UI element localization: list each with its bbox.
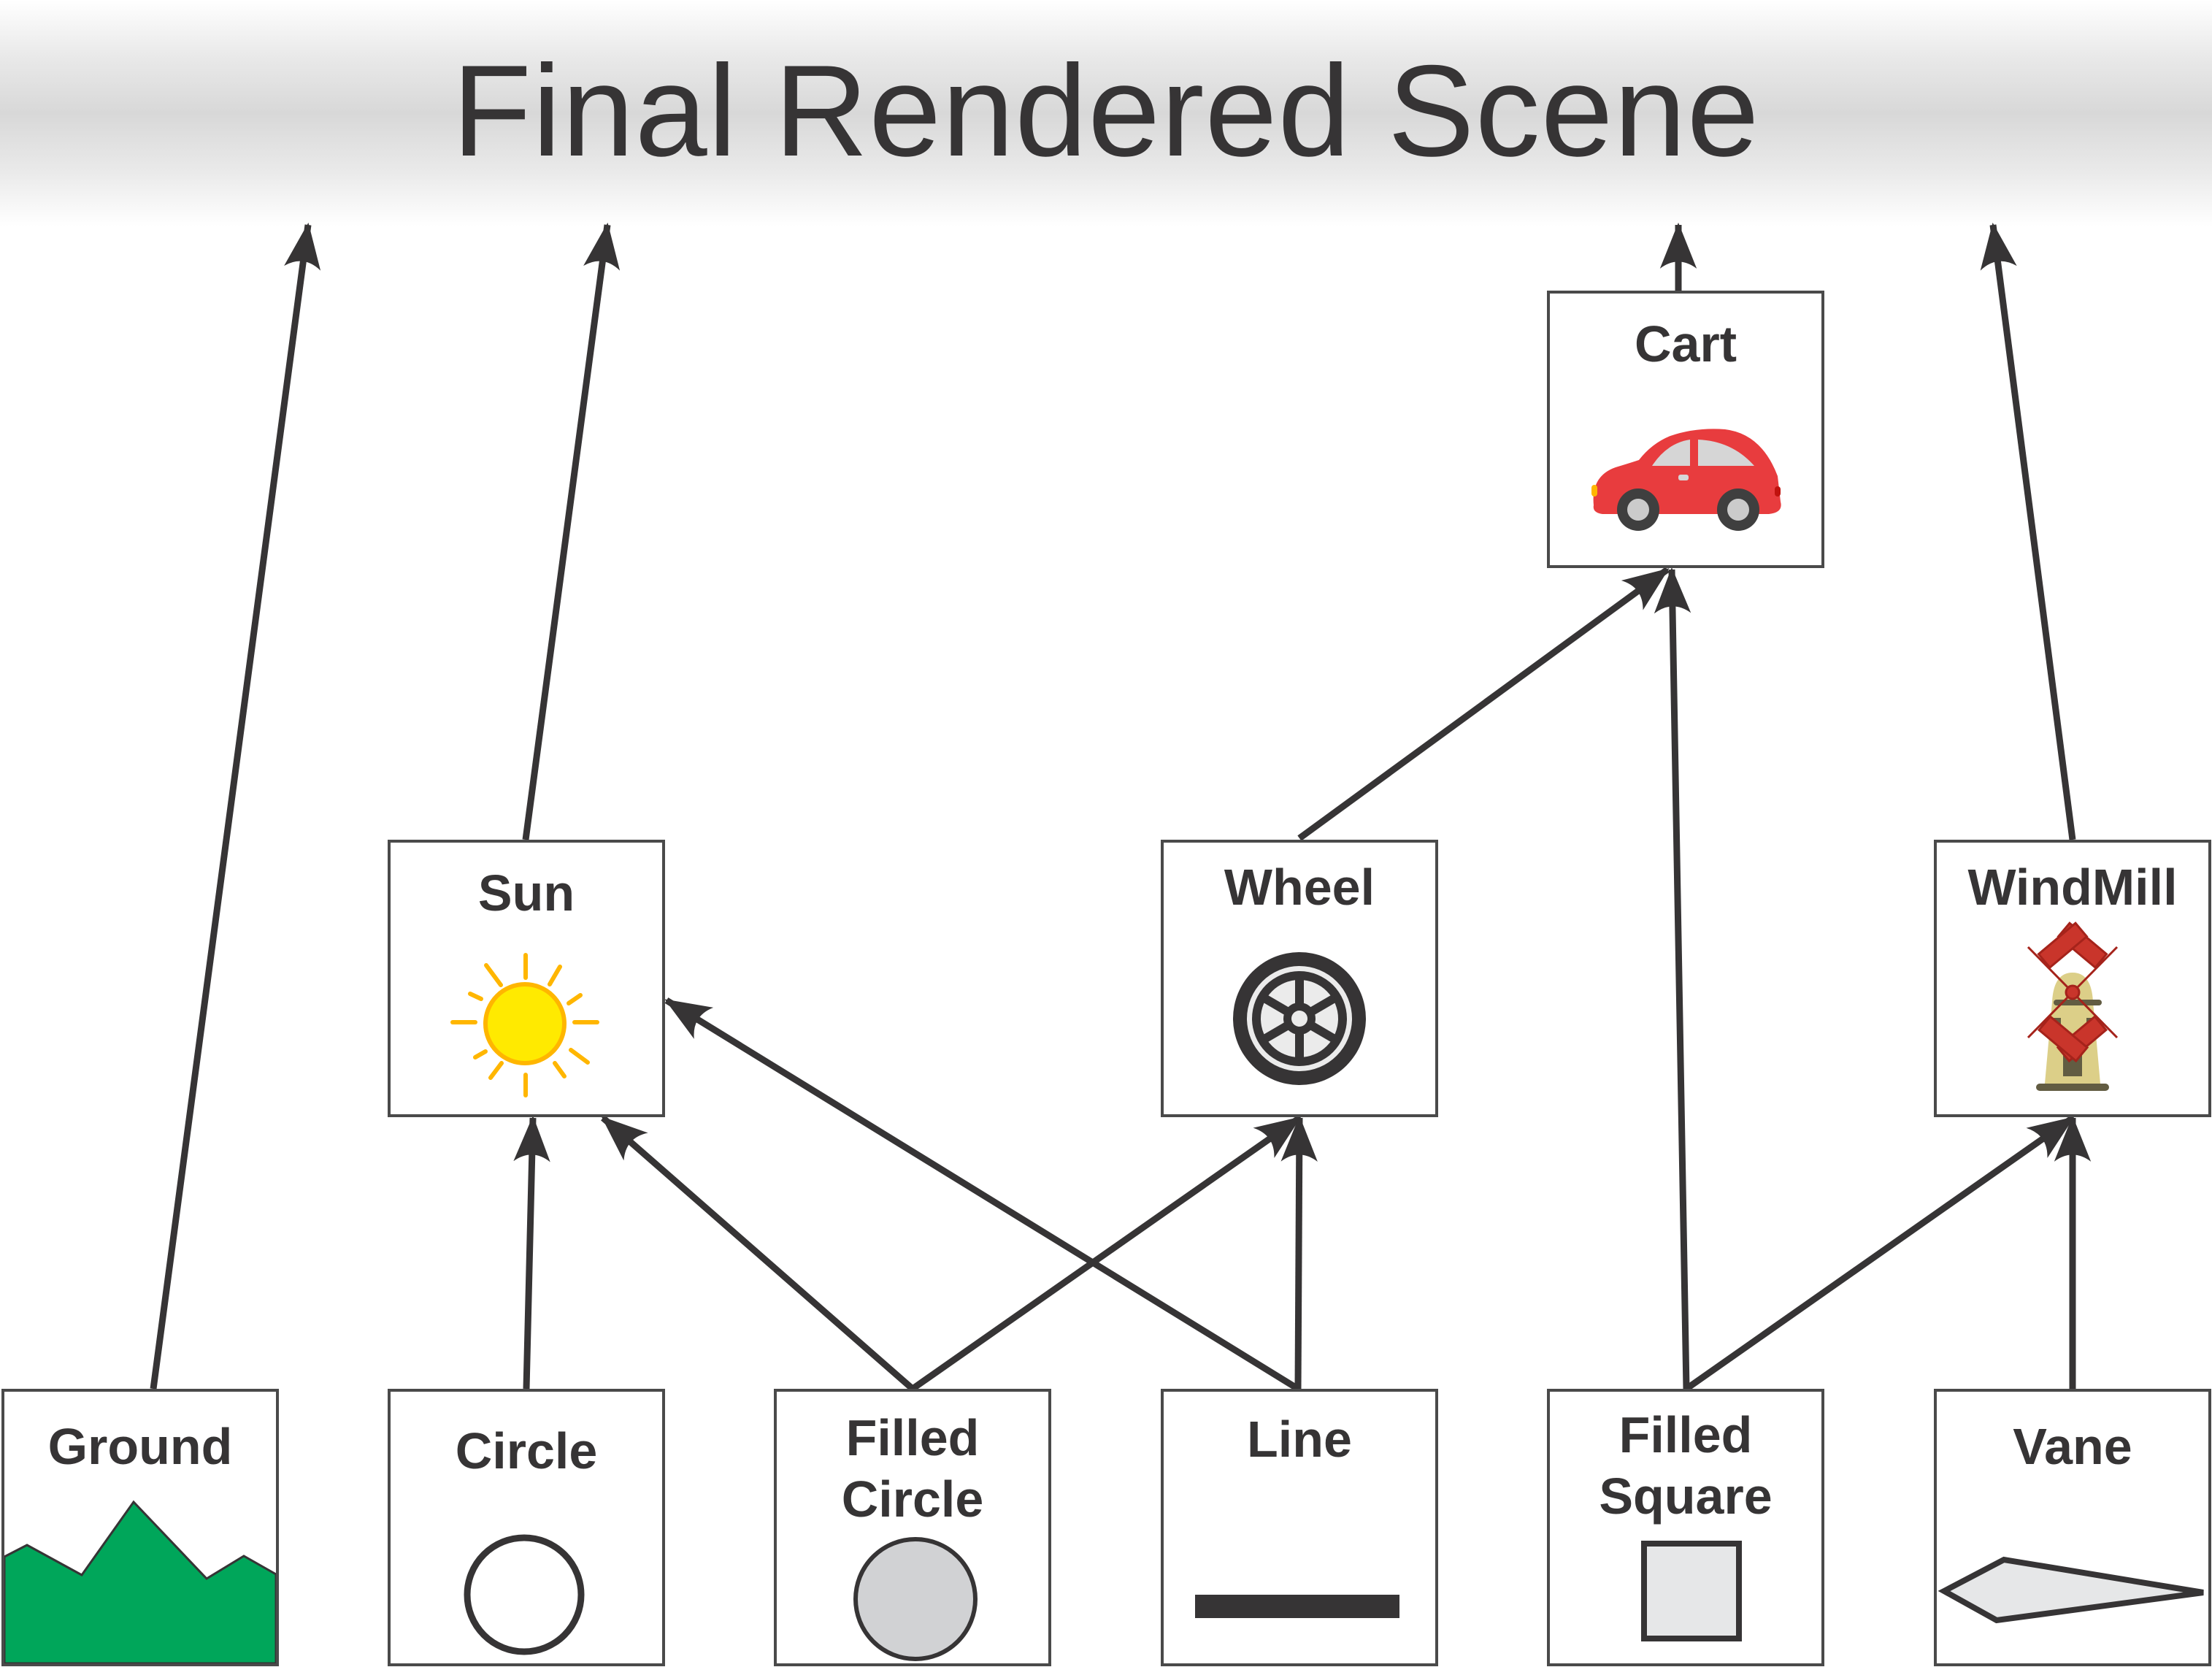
- filled-square-icon: [1641, 1541, 1742, 1641]
- edge-wheel-to-cart: [1297, 567, 1670, 841]
- windmill-icon: [2027, 921, 2119, 1091]
- node-label: Filled: [845, 1409, 980, 1466]
- node-label: Vane: [2013, 1418, 2132, 1475]
- node-label: WindMill: [1967, 859, 2178, 916]
- vane-polygon-icon: [1938, 1556, 2204, 1624]
- edge-sun-to-scene: [522, 222, 621, 840]
- node-windmill[interactable]: WindMill: [1934, 840, 2211, 1117]
- node-label: Line: [1247, 1411, 1352, 1468]
- node-label: Cart: [1634, 315, 1737, 372]
- edge-ground-to-scene: [150, 222, 321, 1390]
- mountain-icon: [4, 1500, 276, 1663]
- node-line[interactable]: Line: [1161, 1389, 1438, 1666]
- car-icon: [1591, 429, 1781, 531]
- title-band: [0, 0, 2212, 226]
- node-filled-circle[interactable]: Filled Circle: [774, 1389, 1051, 1666]
- node-label: Circle: [841, 1471, 984, 1528]
- edge-filledcircle-to-sun: [601, 1115, 915, 1392]
- circle-outline-icon: [464, 1534, 585, 1655]
- edge-windmill-to-scene: [1980, 222, 2076, 840]
- node-vane[interactable]: Vane: [1934, 1389, 2211, 1666]
- sun-icon: [450, 953, 599, 1097]
- edge-filledsquare-to-windmill: [1684, 1115, 2075, 1392]
- node-label: Wheel: [1224, 859, 1375, 916]
- edge-line-to-sun: [664, 997, 1300, 1392]
- node-label: Circle: [455, 1422, 598, 1479]
- line-bar-icon: [1195, 1595, 1399, 1618]
- diagram-title: Final Rendered Scene: [452, 37, 1760, 183]
- node-cart[interactable]: Cart: [1547, 291, 1824, 568]
- edge-filledsquare-to-cart: [1654, 567, 1691, 1390]
- node-label: Square: [1599, 1468, 1773, 1525]
- node-wheel[interactable]: Wheel: [1161, 840, 1438, 1117]
- node-circle[interactable]: Circle: [388, 1389, 665, 1666]
- filled-circle-icon: [853, 1537, 978, 1661]
- edge-filledcircle-to-wheel: [910, 1115, 1302, 1392]
- node-label: Ground: [47, 1418, 233, 1475]
- node-ground[interactable]: Ground: [1, 1389, 279, 1666]
- edge-circle-to-sun: [513, 1115, 550, 1390]
- node-label: Sun: [477, 865, 575, 921]
- node-label: Filled: [1618, 1406, 1753, 1463]
- node-sun[interactable]: Sun: [388, 840, 665, 1117]
- node-filled-square[interactable]: Filled Square: [1547, 1389, 1824, 1666]
- edge-line-to-wheel: [1280, 1115, 1318, 1390]
- wheel-icon: [1233, 952, 1366, 1085]
